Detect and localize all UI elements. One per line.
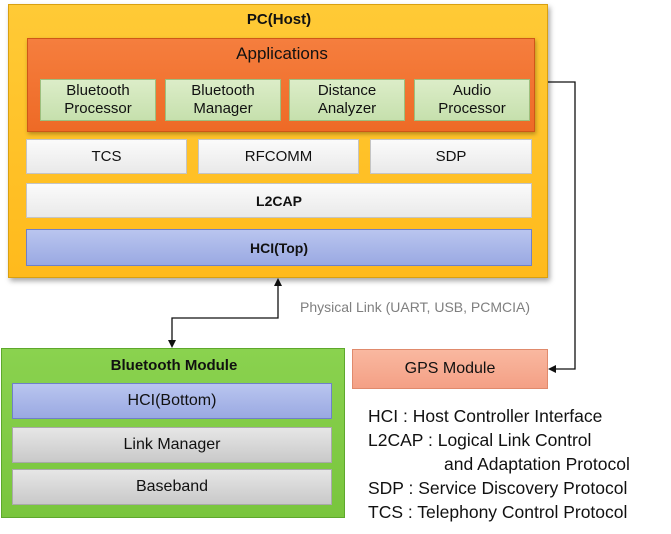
gps-module: GPS Module — [352, 349, 548, 389]
app-audio-processor: Audio Processor — [414, 79, 530, 121]
app-line: Bluetooth — [191, 82, 255, 99]
hci-top-layer: HCI(Top) — [26, 229, 532, 266]
app-distance-analyzer: Distance Analyzer — [289, 79, 405, 121]
legend-sdp: SDP : Service Discovery Protocol — [368, 478, 628, 498]
bluetooth-module-container: Bluetooth Module HCI(Bottom) Link Manage… — [1, 348, 345, 518]
app-line: Audio — [452, 82, 492, 99]
bluetooth-module-title: Bluetooth Module — [110, 357, 238, 374]
applications-title: Applications — [236, 44, 328, 63]
protocol-sdp: SDP — [370, 139, 532, 174]
hci-bottom-layer: HCI(Bottom) — [12, 383, 332, 419]
app-line: Distance — [317, 82, 377, 99]
legend-hci: HCI : Host Controller Interface — [368, 406, 603, 426]
app-line: Bluetooth — [66, 82, 130, 99]
l2cap-layer: L2CAP — [26, 183, 532, 218]
legend-l2cap: L2CAP : Logical Link Control — [368, 430, 592, 450]
hci-physical-link-connector — [168, 278, 282, 348]
app-line: Processor — [64, 100, 132, 117]
pc-host-container: PC(Host) Applications Bluetooth Processo… — [8, 4, 548, 278]
app-line: Manager — [193, 100, 253, 117]
protocol-tcs: TCS — [26, 139, 187, 174]
legend-l2cap-continued: and Adaptation Protocol — [444, 454, 630, 474]
legend-tcs: TCS : Telephony Control Protocol — [368, 502, 628, 522]
link-manager-layer: Link Manager — [12, 427, 332, 463]
app-line: Processor — [438, 100, 506, 117]
applications-block: Applications Bluetooth Processor Bluetoo… — [27, 38, 535, 132]
app-bluetooth-processor: Bluetooth Processor — [40, 79, 156, 121]
gps-applications-connector — [532, 78, 576, 373]
app-bluetooth-manager: Bluetooth Manager — [165, 79, 281, 121]
abbreviation-legend: HCI : Host Controller Interface L2CAP : … — [368, 404, 630, 524]
protocol-rfcomm: RFCOMM — [198, 139, 359, 174]
physical-link-label: Physical Link (UART, USB, PCMCIA) — [300, 299, 531, 315]
pc-host-title: PC(Host) — [246, 11, 312, 28]
app-line: Analyzer — [317, 100, 377, 117]
baseband-layer: Baseband — [12, 469, 332, 505]
